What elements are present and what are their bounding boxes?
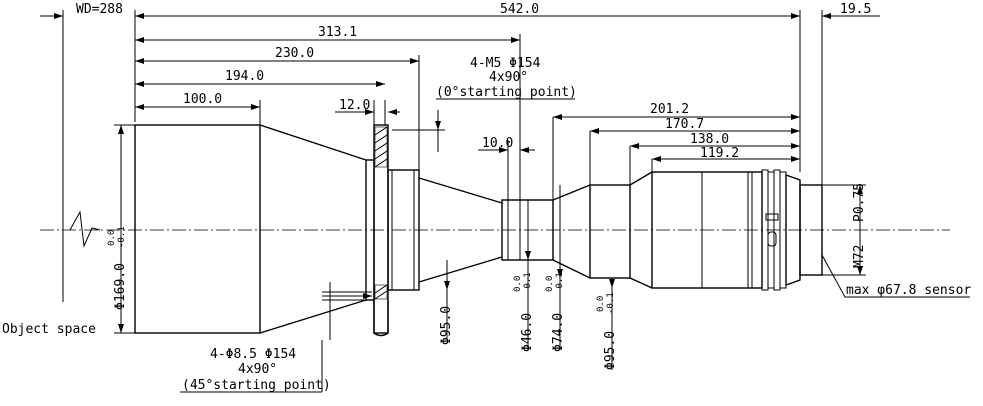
sensor-note: max φ67.8 sensor bbox=[846, 283, 971, 298]
dimension-170: 170.7 bbox=[589, 117, 800, 185]
expand-cone bbox=[552, 184, 591, 279]
dim-138-label: 138.0 bbox=[690, 132, 729, 147]
break-symbol bbox=[69, 210, 101, 248]
dim-313-label: 313.1 bbox=[318, 25, 357, 40]
screw-callout-bottom: 4-Φ8.5 Φ154 4x90° (45°starting point) bbox=[180, 282, 372, 393]
thread-ribs bbox=[761, 169, 787, 291]
diameter-95-rear: Φ95.0 0.0 -0.1 bbox=[596, 278, 618, 370]
diameter-95a-label: Φ95.0 bbox=[439, 306, 454, 345]
thread-spec: M72 P0.75 bbox=[822, 183, 867, 276]
dimension-19-5: 19.5 bbox=[780, 2, 880, 19]
front-cone bbox=[259, 124, 367, 334]
diameter-169-label: Φ169.0 bbox=[113, 263, 128, 310]
diameter-46: Φ46.0 0.0 -0.1 bbox=[513, 200, 535, 352]
dimension-138: 138.0 bbox=[629, 132, 800, 185]
screw-bottom-line3: (45°starting point) bbox=[182, 378, 331, 393]
diameter-74-label: Φ74.0 bbox=[551, 313, 566, 352]
svg-text:0.0: 0.0 bbox=[545, 276, 555, 292]
screw-bottom-line2: 4x90° bbox=[238, 362, 277, 377]
dim-194-label: 194.0 bbox=[225, 69, 264, 84]
dimension-542: 542.0 bbox=[135, 2, 800, 19]
front-barrel bbox=[134, 124, 261, 334]
diameter-169: Φ169.0 0.0 -0.1 bbox=[107, 124, 135, 334]
dim-12-label: 12.0 bbox=[339, 98, 370, 113]
dimension-10: 10.0 bbox=[478, 136, 535, 200]
diameter-46-label: Φ46.0 bbox=[520, 313, 535, 352]
rear-mount bbox=[785, 174, 801, 286]
dim-10-label: 10.0 bbox=[482, 136, 513, 151]
object-space-label: Object space bbox=[2, 322, 96, 337]
svg-text:0.0: 0.0 bbox=[596, 296, 606, 312]
dim-100-label: 100.0 bbox=[183, 92, 222, 107]
dim-542-label: 542.0 bbox=[500, 2, 539, 17]
diameter-95b-label: Φ95.0 bbox=[603, 331, 618, 370]
dimension-12: 12.0 bbox=[335, 98, 400, 125]
rear-cone bbox=[418, 177, 503, 283]
screw-top-line1: 4-M5 Φ154 bbox=[470, 56, 541, 71]
dimension-230: 230.0 bbox=[135, 46, 419, 64]
svg-text:-0.1: -0.1 bbox=[555, 272, 565, 294]
flange-neck bbox=[387, 169, 420, 291]
svg-text:0.0: 0.0 bbox=[107, 230, 117, 246]
flange bbox=[373, 124, 389, 334]
thread-m72-label: M72 bbox=[852, 245, 867, 268]
diameter-74: Φ74.0 0.0 -0.1 bbox=[545, 185, 566, 352]
dimension-313: 313.1 bbox=[135, 25, 520, 43]
flange-hatch-top bbox=[374, 126, 388, 168]
dim-119-label: 119.2 bbox=[700, 146, 739, 161]
svg-text:-0.1: -0.1 bbox=[523, 272, 533, 294]
svg-text:-0.1: -0.1 bbox=[606, 292, 616, 314]
dim-wd-label: WD=288 bbox=[76, 2, 123, 17]
dimension-194: 194.0 bbox=[135, 69, 385, 87]
dimension-119: 119.2 bbox=[651, 146, 800, 175]
screw-top-line3: (0°starting point) bbox=[436, 85, 577, 100]
svg-text:-0.1: -0.1 bbox=[117, 226, 127, 248]
screw-top-line2: 4x90° bbox=[489, 70, 528, 85]
flange-hatch-bottom bbox=[374, 284, 388, 300]
dimension-wd: WD=288 bbox=[40, 2, 150, 19]
dim-170-label: 170.7 bbox=[665, 117, 704, 132]
dim-19-5-label: 19.5 bbox=[840, 2, 871, 17]
diameter-95-front: Φ95.0 bbox=[439, 260, 454, 345]
thread-pitch-label: P0.75 bbox=[852, 183, 867, 222]
rear-barrel bbox=[589, 184, 631, 279]
svg-text:0.0: 0.0 bbox=[513, 276, 523, 292]
set-screw-slot bbox=[765, 213, 779, 221]
dimension-100: 100.0 bbox=[135, 92, 260, 110]
screw-callout-top: 4-M5 Φ154 4x90° (0°starting point) bbox=[436, 56, 577, 100]
dimension-201: 201.2 bbox=[552, 102, 800, 200]
screw-bottom-line1: 4-Φ8.5 Φ154 bbox=[210, 347, 296, 362]
dim-230-label: 230.0 bbox=[275, 46, 314, 61]
dim-201-label: 201.2 bbox=[650, 102, 689, 117]
sensor-leader bbox=[821, 254, 970, 298]
